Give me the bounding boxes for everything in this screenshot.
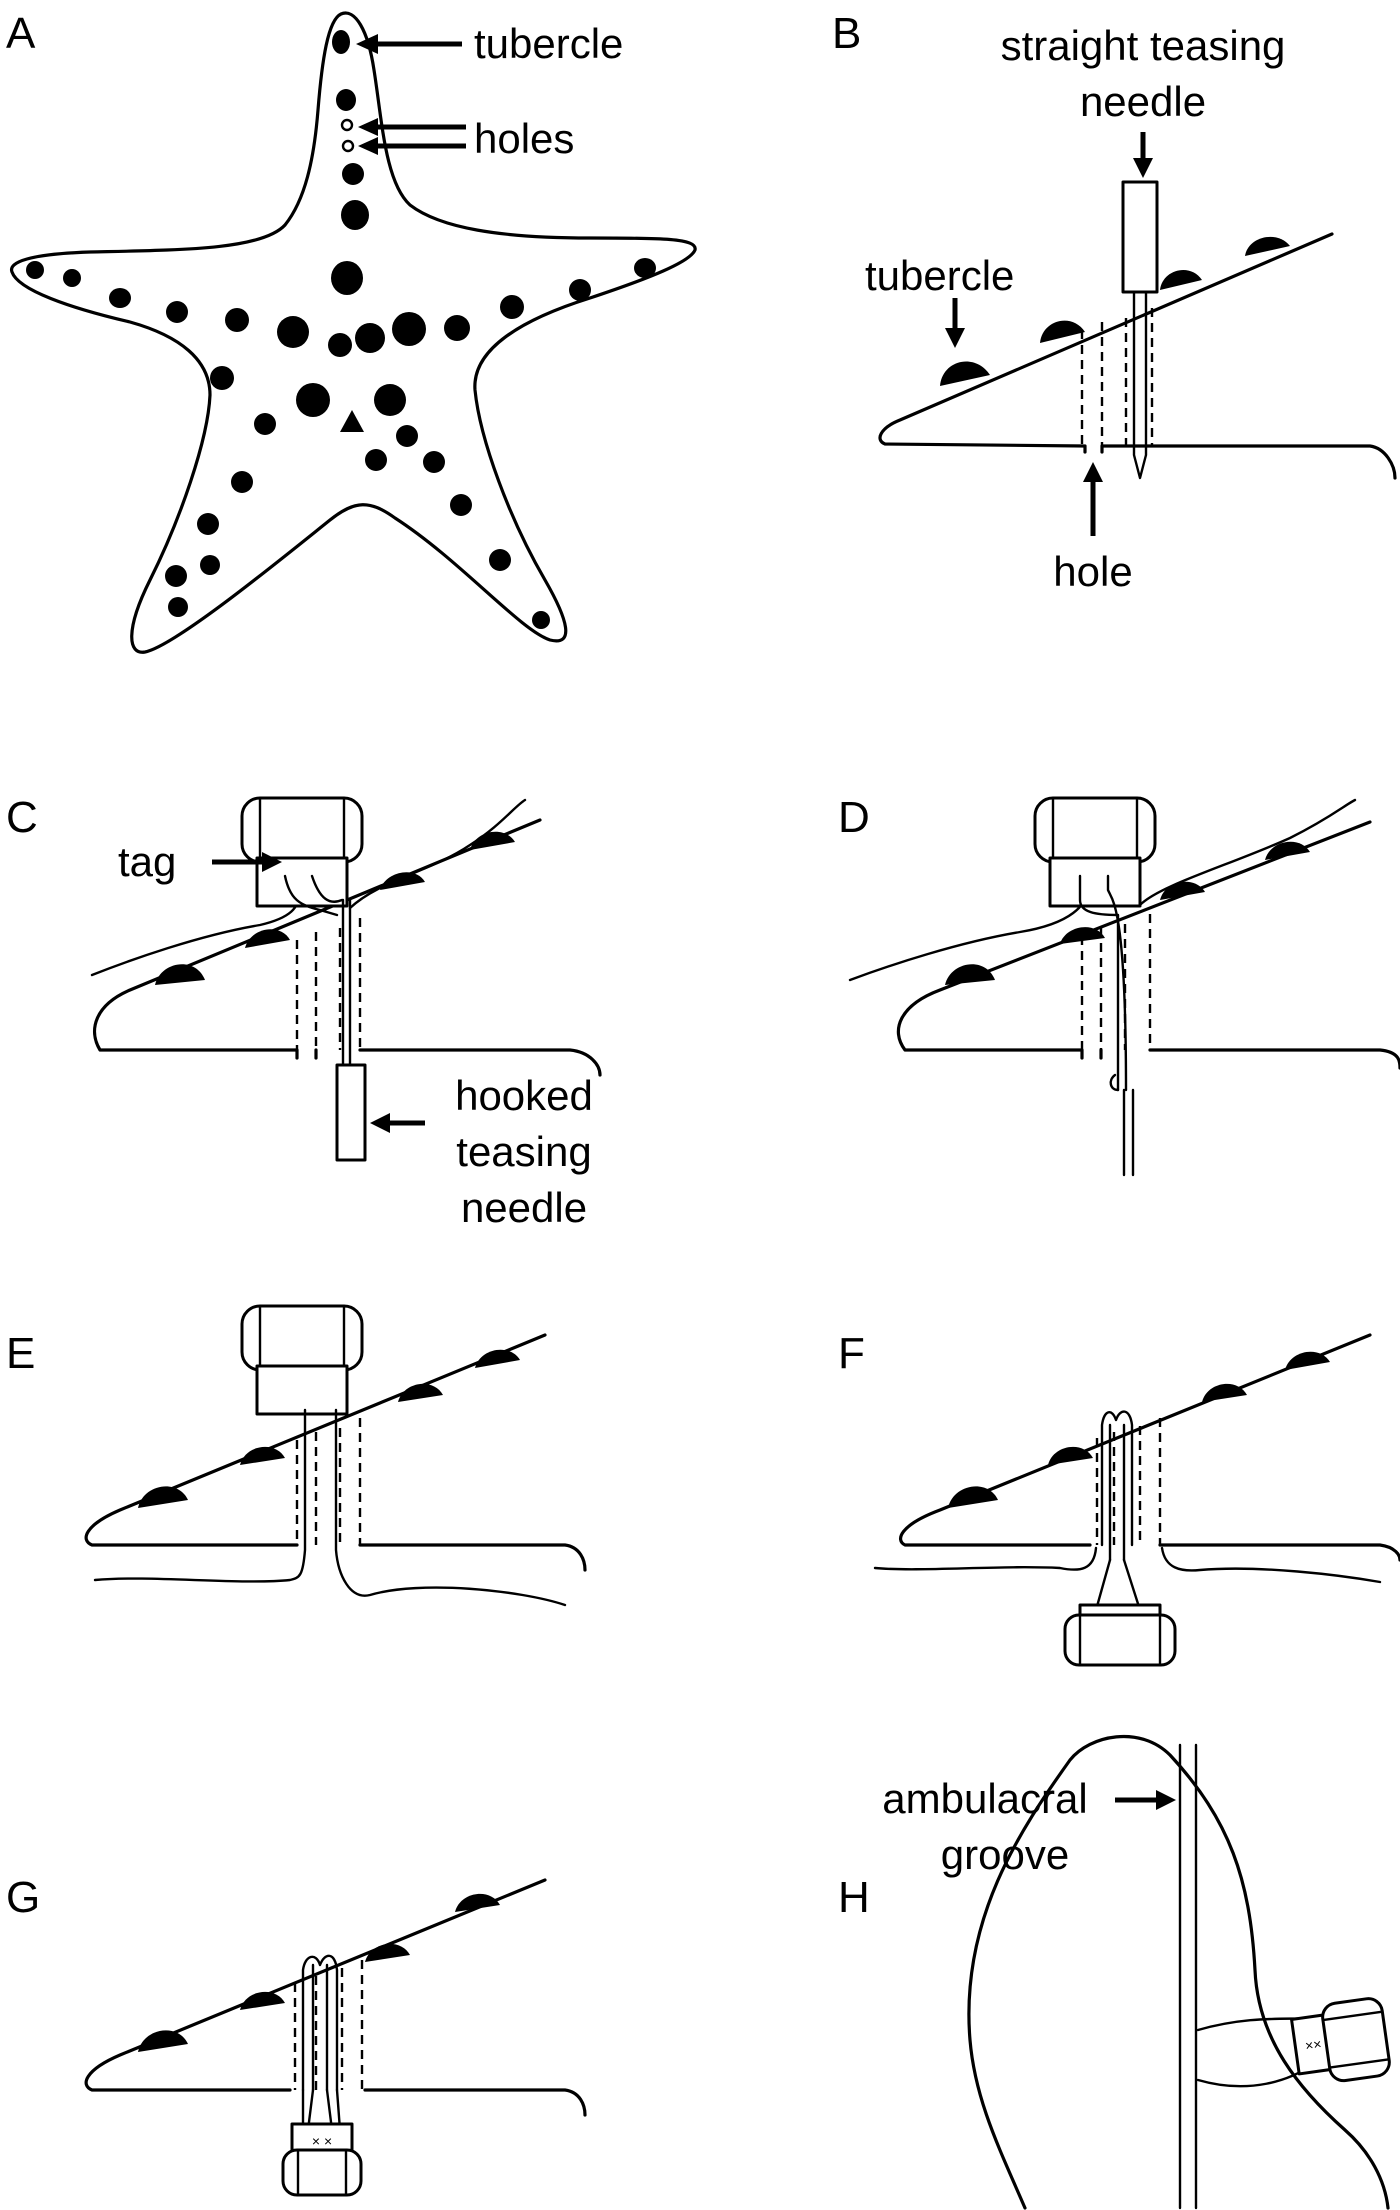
arm-section-f	[899, 1333, 1400, 1562]
arm-section-e	[84, 1333, 587, 1572]
label-straight-needle-2: needle	[1080, 78, 1206, 125]
tag-c	[240, 796, 364, 908]
panel-b-letter: B	[832, 9, 861, 58]
panel-g: G × ×	[6, 1873, 587, 2197]
arm-section-b	[878, 232, 1397, 480]
groove-arrow	[1115, 1790, 1176, 1810]
arm-section-g	[84, 1878, 587, 2117]
arm-tip-h	[967, 1734, 1390, 2210]
skin-c	[90, 798, 527, 977]
panel-h-letter: H	[838, 1873, 870, 1922]
hole-arrow-b	[1083, 462, 1103, 536]
label-hooked-needle-3: needle	[461, 1184, 587, 1231]
starfish-outline	[10, 11, 697, 654]
label-ambulacral: ambulacral	[882, 1775, 1087, 1822]
panel-c: C tag hooked teasing needle	[6, 793, 602, 1231]
panel-a-letter: A	[6, 9, 36, 58]
panel-b: B straight teasing needle tubercle hole	[832, 9, 1397, 595]
tubercle-arrow-b	[945, 298, 965, 348]
label-hooked-needle-1: hooked	[455, 1072, 593, 1119]
panel-d: D	[838, 793, 1400, 1177]
tubercle-arrow	[356, 34, 462, 54]
label-tubercle-b: tubercle	[865, 252, 1014, 299]
panel-g-letter: G	[6, 1873, 40, 1922]
panel-e-letter: E	[6, 1329, 35, 1378]
needle-arrow-b	[1133, 132, 1153, 178]
arm-section-d	[896, 820, 1400, 1070]
label-straight-needle-1: straight teasing	[1001, 22, 1286, 69]
holes-arrows	[358, 118, 466, 155]
label-hooked-needle-2: teasing	[456, 1128, 591, 1175]
panel-e: E	[6, 1304, 587, 1607]
arm-section-c	[92, 818, 602, 1077]
panel-c-letter: C	[6, 793, 38, 842]
panel-d-letter: D	[838, 793, 870, 842]
hooked-needle-c	[335, 1063, 367, 1162]
tubercle-dots	[26, 30, 656, 629]
tag-h: ××	[1290, 1997, 1391, 2083]
svg-text:××: ××	[1304, 2036, 1322, 2054]
tag-arrow	[212, 852, 282, 872]
label-tag: tag	[118, 838, 176, 885]
svg-text:× ×: × ×	[312, 2133, 332, 2149]
panel-a: A	[6, 9, 697, 654]
panel-h: H ×× ambulacral groove	[838, 1734, 1391, 2210]
tag-g: × ×	[281, 2122, 363, 2197]
label-holes: holes	[474, 115, 574, 162]
label-groove: groove	[941, 1831, 1069, 1878]
straight-needle	[1121, 180, 1159, 480]
label-hole: hole	[1053, 548, 1132, 595]
label-tubercle-a: tubercle	[474, 20, 623, 67]
tag-d	[1033, 796, 1157, 908]
panel-f: F	[838, 1329, 1400, 1667]
tag-f	[1063, 1603, 1177, 1667]
panel-f-letter: F	[838, 1329, 865, 1378]
needle-arrow-c	[370, 1113, 425, 1133]
tag-e	[240, 1304, 364, 1416]
